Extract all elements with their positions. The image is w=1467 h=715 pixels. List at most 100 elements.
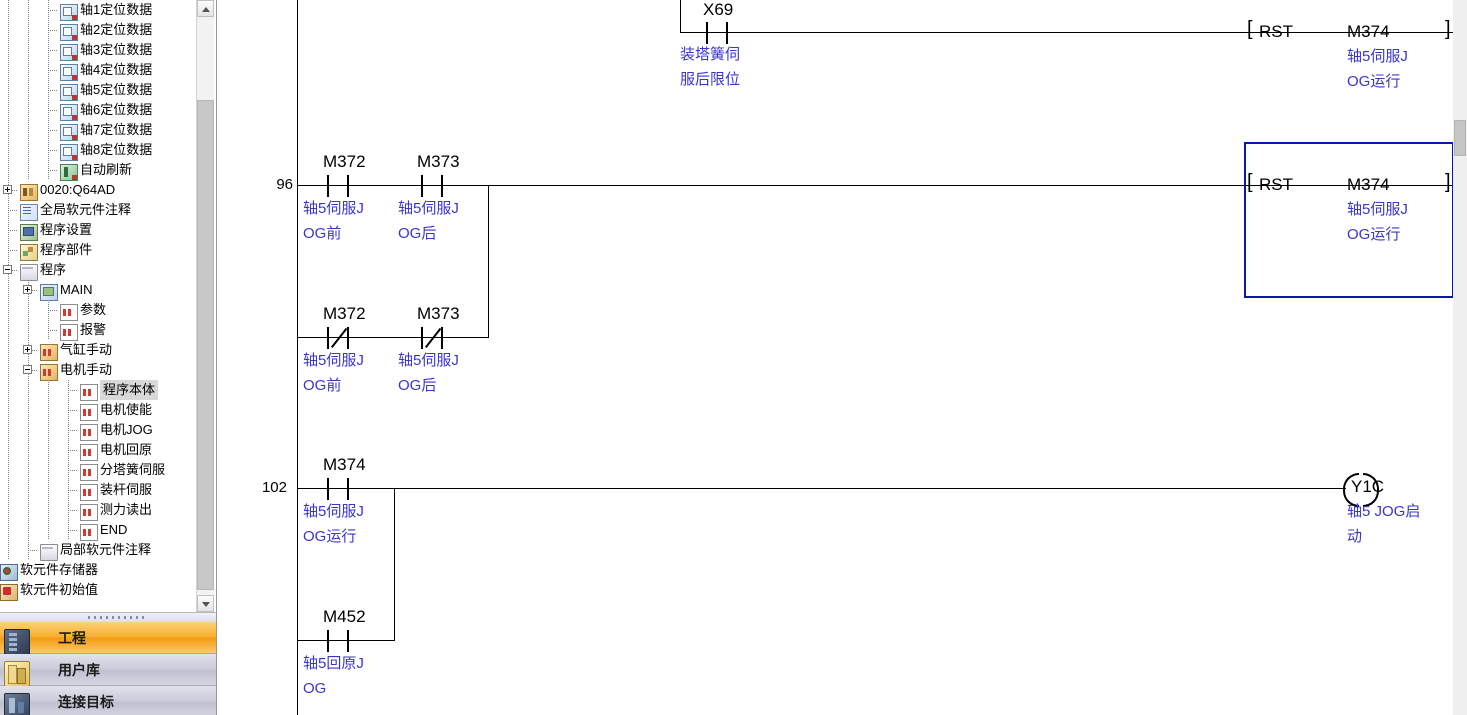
tree-connector-dash — [48, 90, 58, 91]
tree-guide-line — [8, 500, 9, 520]
tree-connector-dash — [48, 110, 58, 111]
main-program-icon — [40, 283, 58, 301]
tree-connector-dash — [48, 150, 58, 151]
tree-item-14[interactable]: MAIN — [0, 280, 196, 301]
tree-guide-line — [28, 320, 29, 340]
ladder-vertical-scrollbar[interactable] — [1453, 0, 1467, 715]
tree-guide-line — [8, 540, 9, 560]
tree-item-label: 轴4定位数据 — [80, 62, 153, 77]
collapse-icon[interactable] — [23, 365, 32, 374]
tree-item-28[interactable]: 软元件存储器 — [0, 560, 196, 581]
expand-icon[interactable] — [3, 185, 12, 194]
tree-guide-line — [8, 80, 9, 100]
sidebar-tab-connection-target[interactable]: 连接目标 — [0, 686, 216, 715]
tree-item-label: 程序 — [40, 262, 67, 277]
contact-m372-nc[interactable] — [327, 327, 349, 349]
tree-item-23[interactable]: 分塔簧伺服 — [0, 460, 196, 481]
program-folder-icon — [40, 343, 58, 361]
tree-item-15[interactable]: 参数 — [0, 300, 196, 321]
module-icon — [20, 183, 38, 201]
rung102-branch-join — [394, 488, 395, 641]
tree-item-26[interactable]: END — [0, 520, 196, 541]
tree-connector-dash — [48, 170, 58, 171]
tree-guide-line — [28, 440, 29, 460]
tree-guide-line — [28, 500, 29, 520]
tree-connector-dash — [68, 450, 78, 451]
tree-item-25[interactable]: 测力读出 — [0, 500, 196, 521]
tree-scrollbar[interactable] — [196, 0, 214, 612]
contact-x69[interactable] — [706, 22, 728, 44]
left-power-rail — [297, 0, 298, 715]
tree-item-29[interactable]: 软元件初始值 — [0, 580, 196, 601]
tree-guide-line — [28, 520, 29, 540]
positioning-data-icon — [60, 3, 78, 21]
tree-item-4[interactable]: 轴5定位数据 — [0, 80, 196, 101]
tree-item-24[interactable]: 装杆伺服 — [0, 480, 196, 501]
rung96-branch-join — [488, 185, 489, 338]
program-part-icon — [20, 243, 38, 261]
tree-item-21[interactable]: 电机JOG — [0, 420, 196, 441]
rung96-top-wire — [297, 185, 1457, 186]
tree-item-27[interactable]: 局部软元件注释 — [0, 540, 196, 561]
tree-item-18[interactable]: 电机手动 — [0, 360, 196, 381]
contact-m372-no[interactable] — [327, 175, 349, 197]
tree-item-3[interactable]: 轴4定位数据 — [0, 60, 196, 81]
tree-item-11[interactable]: 程序设置 — [0, 220, 196, 241]
tree-item-7[interactable]: 轴8定位数据 — [0, 140, 196, 161]
tree-item-label: 电机使能 — [100, 402, 153, 417]
tree-item-1[interactable]: 轴2定位数据 — [0, 20, 196, 41]
contact-m373-nc-label: M373 — [417, 304, 460, 323]
project-tree-pane[interactable]: 轴1定位数据轴2定位数据轴3定位数据轴4定位数据轴5定位数据轴6定位数据轴7定位… — [0, 0, 216, 612]
contact-m373-nc[interactable] — [421, 327, 443, 349]
scroll-down-arrow-icon[interactable] — [197, 595, 214, 612]
tree-item-20[interactable]: 电机使能 — [0, 400, 196, 421]
contact-m452[interactable] — [327, 630, 349, 652]
rung102-bottom-wire — [297, 640, 395, 641]
sidebar-tab-project[interactable]: 工程 — [0, 622, 216, 655]
ladder-scrollbar-thumb[interactable] — [1454, 120, 1466, 156]
expand-icon[interactable] — [23, 285, 32, 294]
tree-item-label: 软元件存储器 — [20, 562, 99, 577]
tree-item-2[interactable]: 轴3定位数据 — [0, 40, 196, 61]
tree-item-22[interactable]: 电机回原 — [0, 440, 196, 461]
tree-item-17[interactable]: 气缸手动 — [0, 340, 196, 361]
tree-scrollbar-thumb[interactable] — [197, 100, 214, 590]
tree-guide-line — [28, 160, 29, 180]
tree-item-10[interactable]: 全局软元件注释 — [0, 200, 196, 221]
tree-item-16[interactable]: 报警 — [0, 320, 196, 341]
tree-item-5[interactable]: 轴6定位数据 — [0, 100, 196, 121]
tree-guide-line — [8, 40, 9, 60]
tree-guide-line — [8, 320, 9, 340]
rst2-operand[interactable]: M374 — [1347, 175, 1390, 194]
contact-m452-label: M452 — [323, 607, 366, 626]
tree-item-12[interactable]: 程序部件 — [0, 240, 196, 261]
tree-guide-line — [28, 40, 29, 60]
sidebar-tab-user-library[interactable]: 用户库 — [0, 654, 216, 687]
collapse-icon[interactable] — [3, 265, 12, 274]
tree-item-label: 轴5定位数据 — [80, 82, 153, 97]
tree-item-19[interactable]: 程序本体 — [0, 380, 196, 401]
contact-m373-no[interactable] — [421, 175, 443, 197]
project-tree: 轴1定位数据轴2定位数据轴3定位数据轴4定位数据轴5定位数据轴6定位数据轴7定位… — [0, 0, 196, 601]
project-icon — [4, 628, 30, 655]
contact-m374[interactable] — [327, 478, 349, 500]
tree-connector-dash — [28, 350, 38, 351]
tree-item-label: 程序设置 — [40, 222, 93, 237]
scroll-up-arrow-icon[interactable] — [197, 0, 214, 17]
tree-item-6[interactable]: 轴7定位数据 — [0, 120, 196, 141]
tree-item-9[interactable]: 0020:Q64AD — [0, 180, 196, 201]
expand-icon[interactable] — [23, 345, 32, 354]
tree-guide-line — [28, 380, 29, 400]
tree-item-0[interactable]: 轴1定位数据 — [0, 0, 196, 21]
tree-item-13[interactable]: 程序 — [0, 260, 196, 281]
program-icon — [80, 403, 98, 421]
tree-item-8[interactable]: 自动刷新 — [0, 160, 196, 181]
tree-guide-line — [8, 460, 9, 480]
tree-connector-dash — [28, 550, 38, 551]
tree-connector-dash — [48, 310, 58, 311]
rst2-mnemonic[interactable]: RST — [1259, 175, 1293, 194]
